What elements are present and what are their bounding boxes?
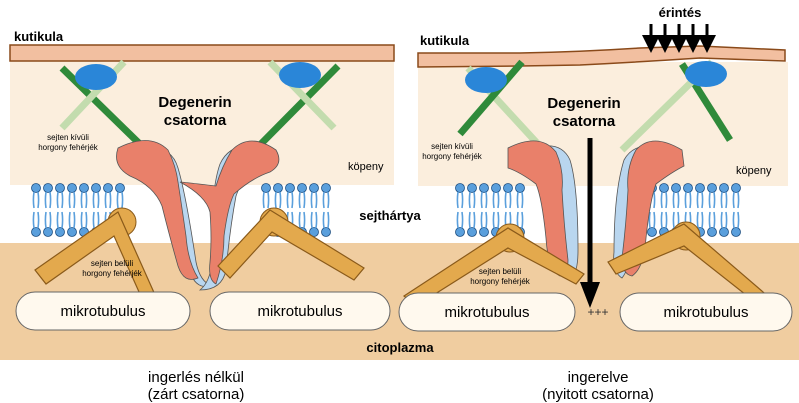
phospholipid: [56, 212, 65, 237]
phospholipid: [92, 184, 101, 209]
phospholipid: [44, 184, 53, 209]
right-channel-label: Degenerin: [547, 95, 620, 112]
phospholipid: [492, 184, 501, 209]
phospholipid: [660, 184, 669, 209]
left-caption-line1: ingerlés nélkül: [148, 369, 244, 386]
left-channel-label-2: csatorna: [164, 112, 227, 129]
right-panel: érintés kutikula Degenerin csatorna sejt…: [399, 5, 799, 403]
phospholipid: [732, 212, 741, 237]
right-ion-label: +++: [587, 305, 608, 319]
touch-arrows: [651, 24, 707, 44]
phospholipid: [32, 184, 41, 209]
phospholipid: [322, 184, 331, 209]
phospholipid: [286, 184, 295, 209]
phospholipid: [708, 212, 717, 237]
right-caption-line2: (nyitott csatorna): [542, 386, 654, 403]
phospholipid: [672, 184, 681, 209]
anchor-blob: [75, 64, 117, 90]
phospholipid: [456, 212, 465, 237]
phospholipid: [310, 212, 319, 237]
phospholipid: [504, 184, 513, 209]
cytoplasm-label: citoplazma: [366, 340, 434, 355]
phospholipid: [516, 184, 525, 209]
phospholipid: [68, 212, 77, 237]
phospholipid: [708, 184, 717, 209]
phospholipid: [732, 184, 741, 209]
phospholipid: [480, 212, 489, 237]
phospholipid: [696, 184, 705, 209]
phospholipid: [32, 212, 41, 237]
left-cuticle-label: kutikula: [14, 29, 64, 44]
phospholipid: [68, 184, 77, 209]
right-caption-line1: ingerelve: [568, 369, 629, 386]
phospholipid: [310, 184, 319, 209]
right-extracellular-anchor-label: sejten kívüli: [431, 142, 473, 151]
phospholipid: [468, 212, 477, 237]
left-extracellular-anchor-label: sejten kívüli: [47, 133, 89, 142]
right-microtubule-a-label: mikrotubulus: [444, 304, 529, 321]
phospholipid: [274, 184, 283, 209]
left-intracellular-anchor-label-2: horgony fehérjék: [82, 269, 143, 278]
left-panel: kutikula Degenerin csatorna sejten kívül…: [0, 29, 399, 403]
right-cuticle-label: kutikula: [420, 33, 470, 48]
left-microtubule-b-label: mikrotubulus: [257, 303, 342, 320]
left-channel-label: Degenerin: [158, 94, 231, 111]
phospholipid: [480, 184, 489, 209]
phospholipid: [104, 184, 113, 209]
right-intracellular-anchor-label-2: horgony fehérjék: [470, 277, 531, 286]
right-intracellular-anchor-label: sejten belüli: [479, 267, 521, 276]
right-sheath-label: köpeny: [736, 165, 772, 177]
phospholipid: [720, 212, 729, 237]
anchor-blob: [465, 67, 507, 93]
phospholipid: [720, 184, 729, 209]
phospholipid: [262, 184, 271, 209]
left-caption-line2: (zárt csatorna): [148, 386, 245, 403]
anchor-blob: [279, 62, 321, 88]
left-extracellular-anchor-label-2: horgony fehérjék: [38, 143, 99, 152]
right-touch-label: érintés: [659, 5, 702, 20]
left-microtubule-a-label: mikrotubulus: [60, 303, 145, 320]
phospholipid: [322, 212, 331, 237]
membrane-label: sejthártya: [359, 208, 421, 223]
phospholipid: [684, 184, 693, 209]
right-microtubule-b-label: mikrotubulus: [663, 304, 748, 321]
phospholipid: [468, 184, 477, 209]
phospholipid: [80, 184, 89, 209]
right-channel-label-2: csatorna: [553, 113, 616, 130]
left-sheath-label: köpeny: [348, 161, 384, 173]
phospholipid: [80, 212, 89, 237]
anchor-blob: [685, 61, 727, 87]
right-extracellular-anchor-label-2: horgony fehérjék: [422, 152, 483, 161]
left-cuticle: [10, 45, 394, 61]
phospholipid: [298, 184, 307, 209]
phospholipid: [456, 184, 465, 209]
phospholipid: [116, 184, 125, 209]
left-intracellular-anchor-label: sejten belüli: [91, 259, 133, 268]
phospholipid: [56, 184, 65, 209]
phospholipid: [44, 212, 53, 237]
